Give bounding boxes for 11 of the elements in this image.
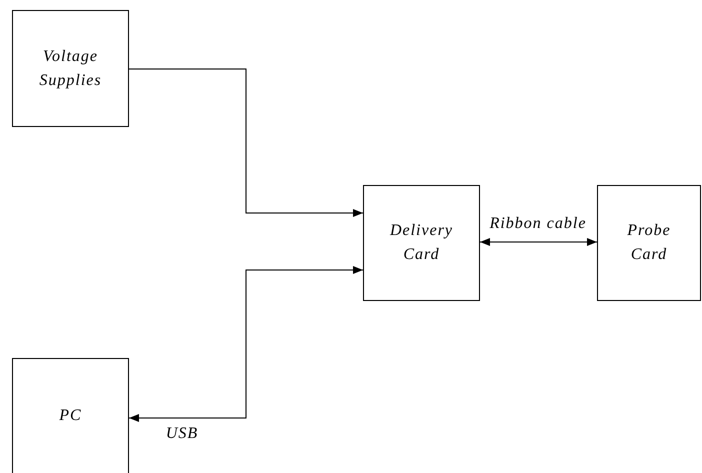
arrow — [128, 68, 364, 217]
block-box — [363, 185, 480, 301]
arrow — [128, 266, 364, 422]
arrow — [480, 238, 598, 246]
block-box — [597, 185, 701, 301]
block-box — [12, 358, 129, 473]
block-label: Probe Card — [626, 221, 672, 265]
block-label: Delivery Card — [388, 221, 454, 265]
block-label: PC — [58, 406, 83, 426]
block-box — [12, 10, 129, 127]
block-label: Voltage Supplies — [38, 46, 103, 90]
